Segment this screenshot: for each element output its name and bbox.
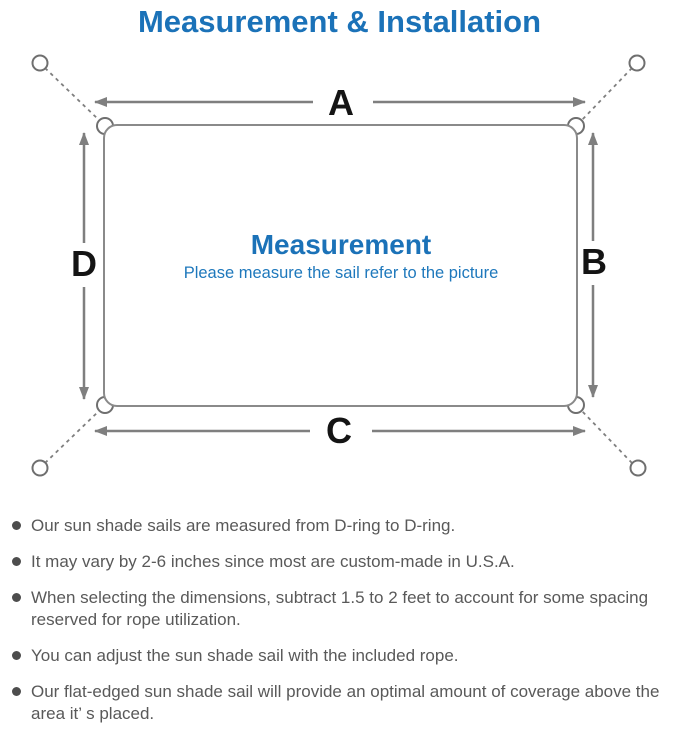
bullet-text: When selecting the dimensions, subtract … — [31, 588, 649, 629]
sail-rectangle — [103, 124, 578, 407]
bullet-text: You can adjust the sun shade sail with t… — [31, 646, 459, 665]
anchor-points — [31, 54, 647, 477]
bullet-dot-icon — [12, 521, 21, 530]
dimension-label-d: D — [71, 243, 97, 284]
anchor-circle-bottom-left — [31, 459, 49, 477]
rope-line-bottom-left — [44, 408, 102, 464]
rope-line-top-left — [44, 67, 102, 123]
diagram-center-title: Measurement — [251, 229, 432, 260]
bullet-text: Our sun shade sails are measured from D-… — [31, 516, 456, 535]
bullet-dot-icon — [12, 557, 21, 566]
bullet-dot-icon — [12, 687, 21, 696]
sail-diagram-svg: A B C D Measurement Please measure the s… — [31, 54, 647, 477]
list-item: You can adjust the sun shade sail with t… — [12, 645, 671, 667]
bullet-text: It may vary by 2-6 inches since most are… — [31, 552, 515, 571]
bullet-text: Our flat-edged sun shade sail will provi… — [31, 682, 660, 723]
anchor-rope-lines — [44, 67, 633, 464]
anchor-circle-bottom-right — [629, 459, 647, 477]
dimension-label-c: C — [326, 410, 352, 451]
bullet-dot-icon — [12, 651, 21, 660]
measurement-diagram: A B C D Measurement Please measure the s… — [0, 40, 679, 498]
bullet-dot-icon — [12, 593, 21, 602]
measurement-installation-page: Measurement & Installation — [0, 4, 679, 739]
instruction-bullet-list: Our sun shade sails are measured from D-… — [0, 515, 679, 725]
dimension-label-a: A — [328, 82, 354, 123]
list-item: Our sun shade sails are measured from D-… — [12, 515, 671, 537]
rope-line-top-right — [579, 67, 633, 123]
rope-line-bottom-right — [579, 408, 633, 464]
list-item: It may vary by 2-6 inches since most are… — [12, 551, 671, 573]
anchor-circle-top-right — [628, 54, 646, 72]
list-item: Our flat-edged sun shade sail will provi… — [12, 681, 671, 725]
anchor-circle-top-left — [31, 54, 49, 72]
dimension-label-b: B — [581, 241, 607, 282]
diagram-center-subtitle: Please measure the sail refer to the pic… — [184, 264, 499, 282]
dimension-arrows — [79, 97, 598, 436]
page-title: Measurement & Installation — [137, 4, 542, 39]
list-item: When selecting the dimensions, subtract … — [12, 587, 671, 631]
